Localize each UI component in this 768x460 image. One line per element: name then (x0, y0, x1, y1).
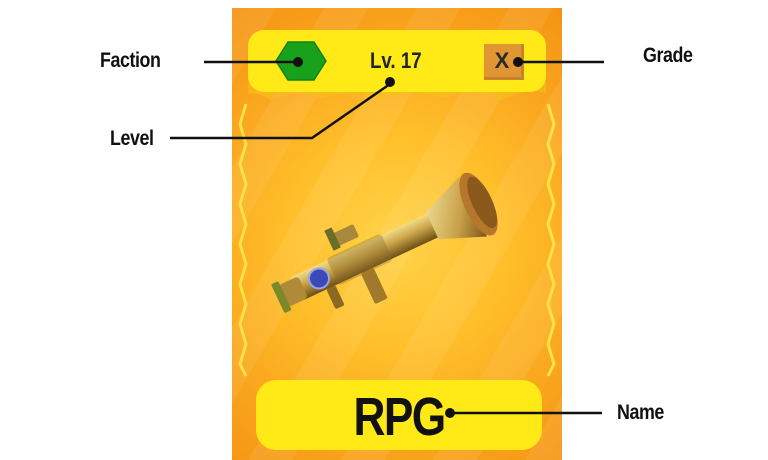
level-pointer-line (170, 82, 391, 140)
name-pointer-dot (445, 408, 455, 418)
name-label: Name (617, 401, 664, 424)
level-text: Lv. 17 (370, 48, 422, 73)
weapon-card[interactable]: Lv. 17 X (232, 8, 562, 460)
weapon-name: RPG (353, 387, 446, 447)
grade-text: X (494, 48, 510, 73)
rocket-launcher-icon (271, 172, 498, 313)
level-label: Level (110, 127, 154, 150)
grade-label: Grade (643, 44, 693, 67)
faction-pointer-dot (293, 57, 303, 67)
faction-label: Faction (100, 49, 161, 72)
grade-pointer-dot (513, 57, 523, 67)
name-bar: RPG (256, 380, 542, 450)
level-pointer-dot (385, 77, 395, 87)
